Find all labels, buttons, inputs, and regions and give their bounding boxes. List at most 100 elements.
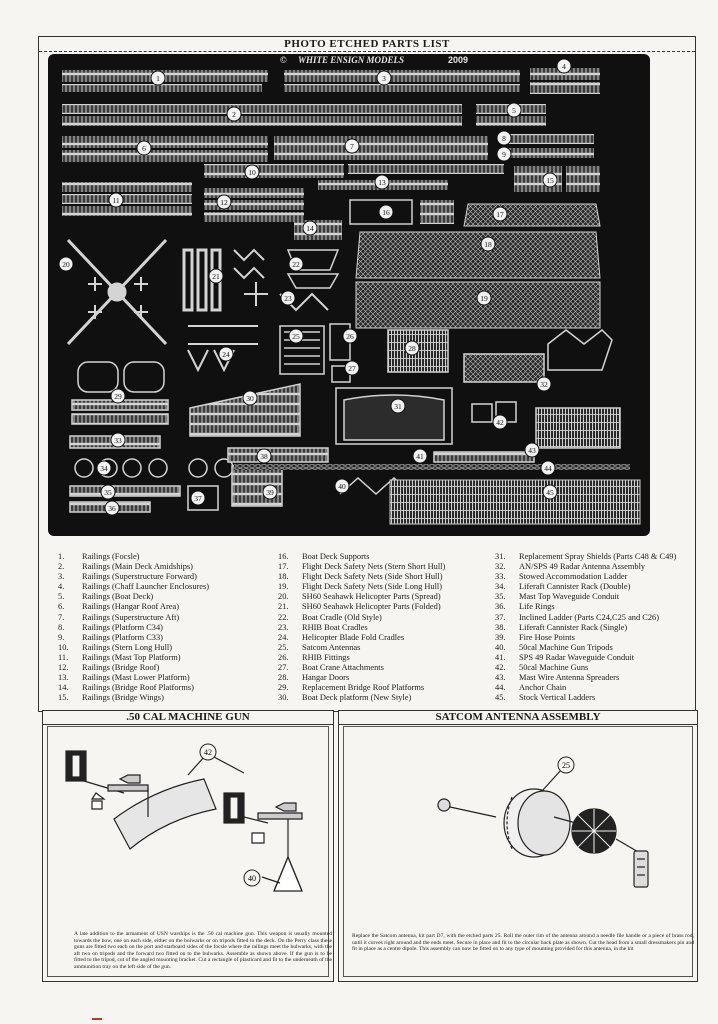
part-name: Liferaft Cannister Rack (Double)	[519, 582, 631, 592]
part-callout-circle	[344, 138, 360, 154]
parts-list-item: 44.Anchor Chain	[495, 683, 705, 693]
parts-list-item: 32.AN/SPS 49 Radar Antenna Assembly	[495, 562, 705, 572]
parts-list-item: 38.Liferaft Cannister Rack (Single)	[495, 623, 705, 633]
part-name: Satcom Antennas	[302, 642, 361, 652]
gun-body-left	[107, 774, 149, 792]
part-callout-circle	[496, 130, 512, 146]
part-callout-label: 15	[546, 176, 554, 185]
part-number: 31.	[495, 552, 506, 561]
parts-list-item: 27.Boat Crane Attachments	[278, 663, 493, 673]
callout-42-label: 42	[204, 748, 212, 757]
part-name: Railings (Focsle)	[82, 552, 140, 561]
part-name: Boat Crane Attachments	[302, 663, 384, 673]
part-number: 17.	[278, 562, 289, 572]
parts-list-item: 7.Railings (Superstructure Aft)	[58, 613, 278, 623]
machine-gun-title: .50 CAL MACHINE GUN	[43, 711, 333, 725]
gun-body-right	[257, 802, 303, 820]
part-name: Boat Cradle (Old Style)	[302, 612, 382, 622]
part-callout-circle	[208, 268, 224, 284]
fret-year: 2009	[448, 55, 468, 65]
part-callout-circle	[542, 484, 558, 500]
antenna-mount	[633, 850, 649, 888]
parts-list-item: 41.SPS 49 Radar Waveguide Conduit	[495, 653, 705, 663]
part-callout-label: 35	[104, 488, 112, 497]
part-callout-label: 33	[114, 436, 122, 445]
part-name: Life Rings	[519, 602, 555, 612]
part-callout-circle	[256, 448, 272, 464]
part-number: 10.	[58, 642, 69, 652]
part-callout-label: 1	[156, 74, 160, 83]
part-callout-circle	[136, 140, 152, 156]
part-name: Helicopter Blade Fold Cradles	[302, 632, 405, 642]
part-name: 50cal Machine Guns	[519, 663, 589, 673]
part-callout-circle	[492, 206, 508, 222]
part-callout-circle	[344, 360, 360, 376]
part-name: Inclined Ladder (Parts C24,C25 and C26)	[519, 612, 660, 622]
part-callout-label: 42	[496, 418, 504, 427]
parts-list-item: 29.Replacement Bridge Roof Platforms	[278, 683, 493, 693]
part-callout-label: 9	[502, 150, 506, 159]
parts-list-item: 18.Flight Deck Safety Nets (Side Short H…	[278, 572, 493, 582]
parts-list-item: 16.Boat Deck Supports	[278, 552, 493, 562]
parts-column-3: 31.Replacement Spray Shields (Parts C48 …	[495, 552, 705, 703]
part-callout-label: 22	[292, 260, 300, 269]
machine-gun-frame: 42 40 A late addition to the armament of…	[47, 726, 332, 977]
parts-list-item: 19.Flight Deck Safety Nets (Side Long Hu…	[278, 582, 493, 592]
part-name: Railings (Main Deck Amidships)	[82, 562, 193, 572]
small-fittings	[71, 323, 613, 425]
part-callout-circle	[104, 500, 120, 516]
part-callout-label: 8	[502, 134, 506, 143]
part-callout-label: 7	[350, 142, 354, 151]
part-callout-label: 4	[562, 62, 566, 71]
parts-list-item: 42.50cal Machine Guns	[495, 663, 705, 673]
satcom-title: SATCOM ANTENNA ASSEMBLY	[339, 711, 697, 725]
part-number: 11.	[58, 652, 69, 662]
parts-list-item: 2.Railings (Main Deck Amidships)	[58, 562, 278, 572]
parts-list-item: 17.Flight Deck Safety Nets (Stern Short …	[278, 562, 493, 572]
part-callout-label: 16	[382, 208, 390, 217]
part-name: Railings (Platform C34)	[82, 622, 163, 632]
part-callout-circle	[110, 432, 126, 448]
parts-list-item: 43.Mast Wire Antenna Spreaders	[495, 673, 705, 683]
machine-gun-panel: .50 CAL MACHINE GUN	[42, 710, 334, 982]
part-callout-label: 17	[496, 210, 504, 219]
callout-40	[243, 869, 261, 887]
part-callout-label: 37	[194, 494, 202, 503]
parts-list-item: 21.SH60 Seahawk Helicopter Parts (Folded…	[278, 602, 493, 612]
anchor-chain-and-ladders	[234, 464, 641, 525]
leader-line	[541, 768, 563, 792]
part-callout-label: 19	[480, 294, 488, 303]
part-name: Railings (Chaff Launcher Enclosures)	[82, 582, 210, 592]
parts-list-item: 35.Mast Top Waveguide Conduit	[495, 592, 705, 602]
part-number: 16.	[278, 552, 289, 561]
parts-list-item: 3.Railings (Superstructure Forward)	[58, 572, 278, 582]
part-name: Flight Deck Safety Nets (Side Long Hull)	[302, 582, 443, 592]
parts-list-item: 33.Stowed Accommodation Ladder	[495, 572, 705, 582]
part-name: Railings (Boat Deck)	[82, 592, 154, 602]
part-number: 44.	[495, 683, 506, 693]
part-name: Railings (Superstructure Aft)	[82, 612, 180, 622]
part-callout-label: 25	[292, 332, 300, 341]
parts-list-item: 40.50cal Machine Gun Tripods	[495, 643, 705, 653]
part-callout-circle	[226, 106, 242, 122]
part-callout-circle	[404, 340, 420, 356]
part-callout-label: 13	[378, 178, 386, 187]
part-callout-label: 30	[246, 394, 254, 403]
part-name: Railings (Mast Top Platform)	[82, 652, 181, 662]
part-number: 5.	[58, 592, 65, 602]
part-number: 23.	[278, 622, 289, 632]
part-callout-circle	[110, 388, 126, 404]
part-callout-circle	[342, 328, 358, 344]
part-callout-circle	[244, 164, 260, 180]
parts-list-item: 6.Railings (Hangar Roof Area)	[58, 602, 278, 612]
part-callout-circle	[524, 442, 540, 458]
part-number: 41.	[495, 652, 506, 662]
parts-list-item: 9.Railings (Platform C33)	[58, 633, 278, 643]
helicopter-parts	[66, 238, 340, 373]
part-callout-circle	[376, 70, 392, 86]
maker-name: WHITE ENSIGN MODELS	[298, 55, 404, 65]
part-number: 38.	[495, 622, 506, 632]
part-callout-circle	[556, 58, 572, 74]
part-callout-label: 36	[108, 504, 116, 513]
